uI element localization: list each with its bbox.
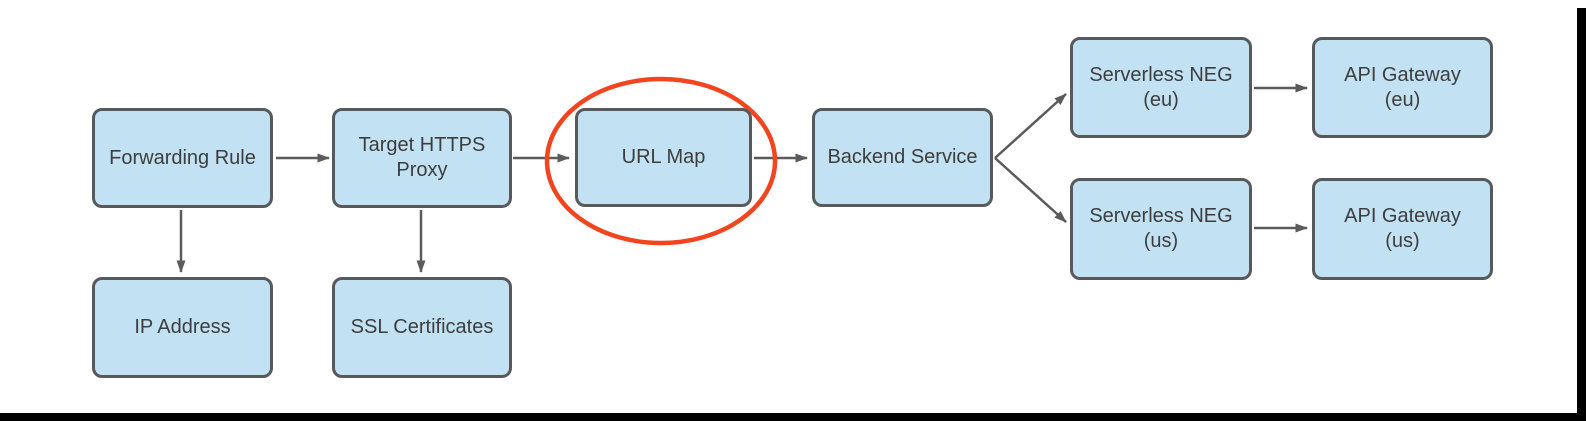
node-label: API Gateway (eu) xyxy=(1344,63,1461,111)
node-label: URL Map xyxy=(621,146,706,168)
node-url-map: URL Map xyxy=(575,108,752,207)
node-api-gateway-eu: API Gateway (eu) xyxy=(1312,37,1493,138)
node-forwarding-rule: Forwarding Rule xyxy=(92,108,273,208)
node-label: IP Address xyxy=(134,316,231,338)
node-label: SSL Certificates xyxy=(350,316,494,338)
node-backend-service: Backend Service xyxy=(812,108,993,207)
node-api-gateway-us: API Gateway (us) xyxy=(1312,178,1493,280)
node-serverless-neg-eu: Serverless NEG (eu) xyxy=(1070,37,1252,138)
arrow-backend-service-to-serverless-neg-us xyxy=(994,157,1067,223)
node-label: Serverless NEG (us) xyxy=(1089,205,1233,252)
node-ip-address: IP Address xyxy=(92,277,273,378)
frame-edge-bottom xyxy=(0,413,1586,421)
node-ssl-certificates: SSL Certificates xyxy=(332,277,512,378)
arrow-backend-service-to-serverless-neg-eu xyxy=(994,93,1067,159)
node-serverless-neg-us: Serverless NEG (us) xyxy=(1070,178,1252,280)
node-label: Backend Service xyxy=(827,146,978,168)
node-label: Serverless NEG (eu) xyxy=(1089,63,1233,111)
node-label: Forwarding Rule xyxy=(109,146,256,169)
node-label: Target HTTPS Proxy xyxy=(358,134,486,181)
node-target-https-proxy: Target HTTPS Proxy xyxy=(332,108,512,208)
node-label: API Gateway (us) xyxy=(1344,205,1461,252)
frame-edge-right xyxy=(1577,8,1586,421)
